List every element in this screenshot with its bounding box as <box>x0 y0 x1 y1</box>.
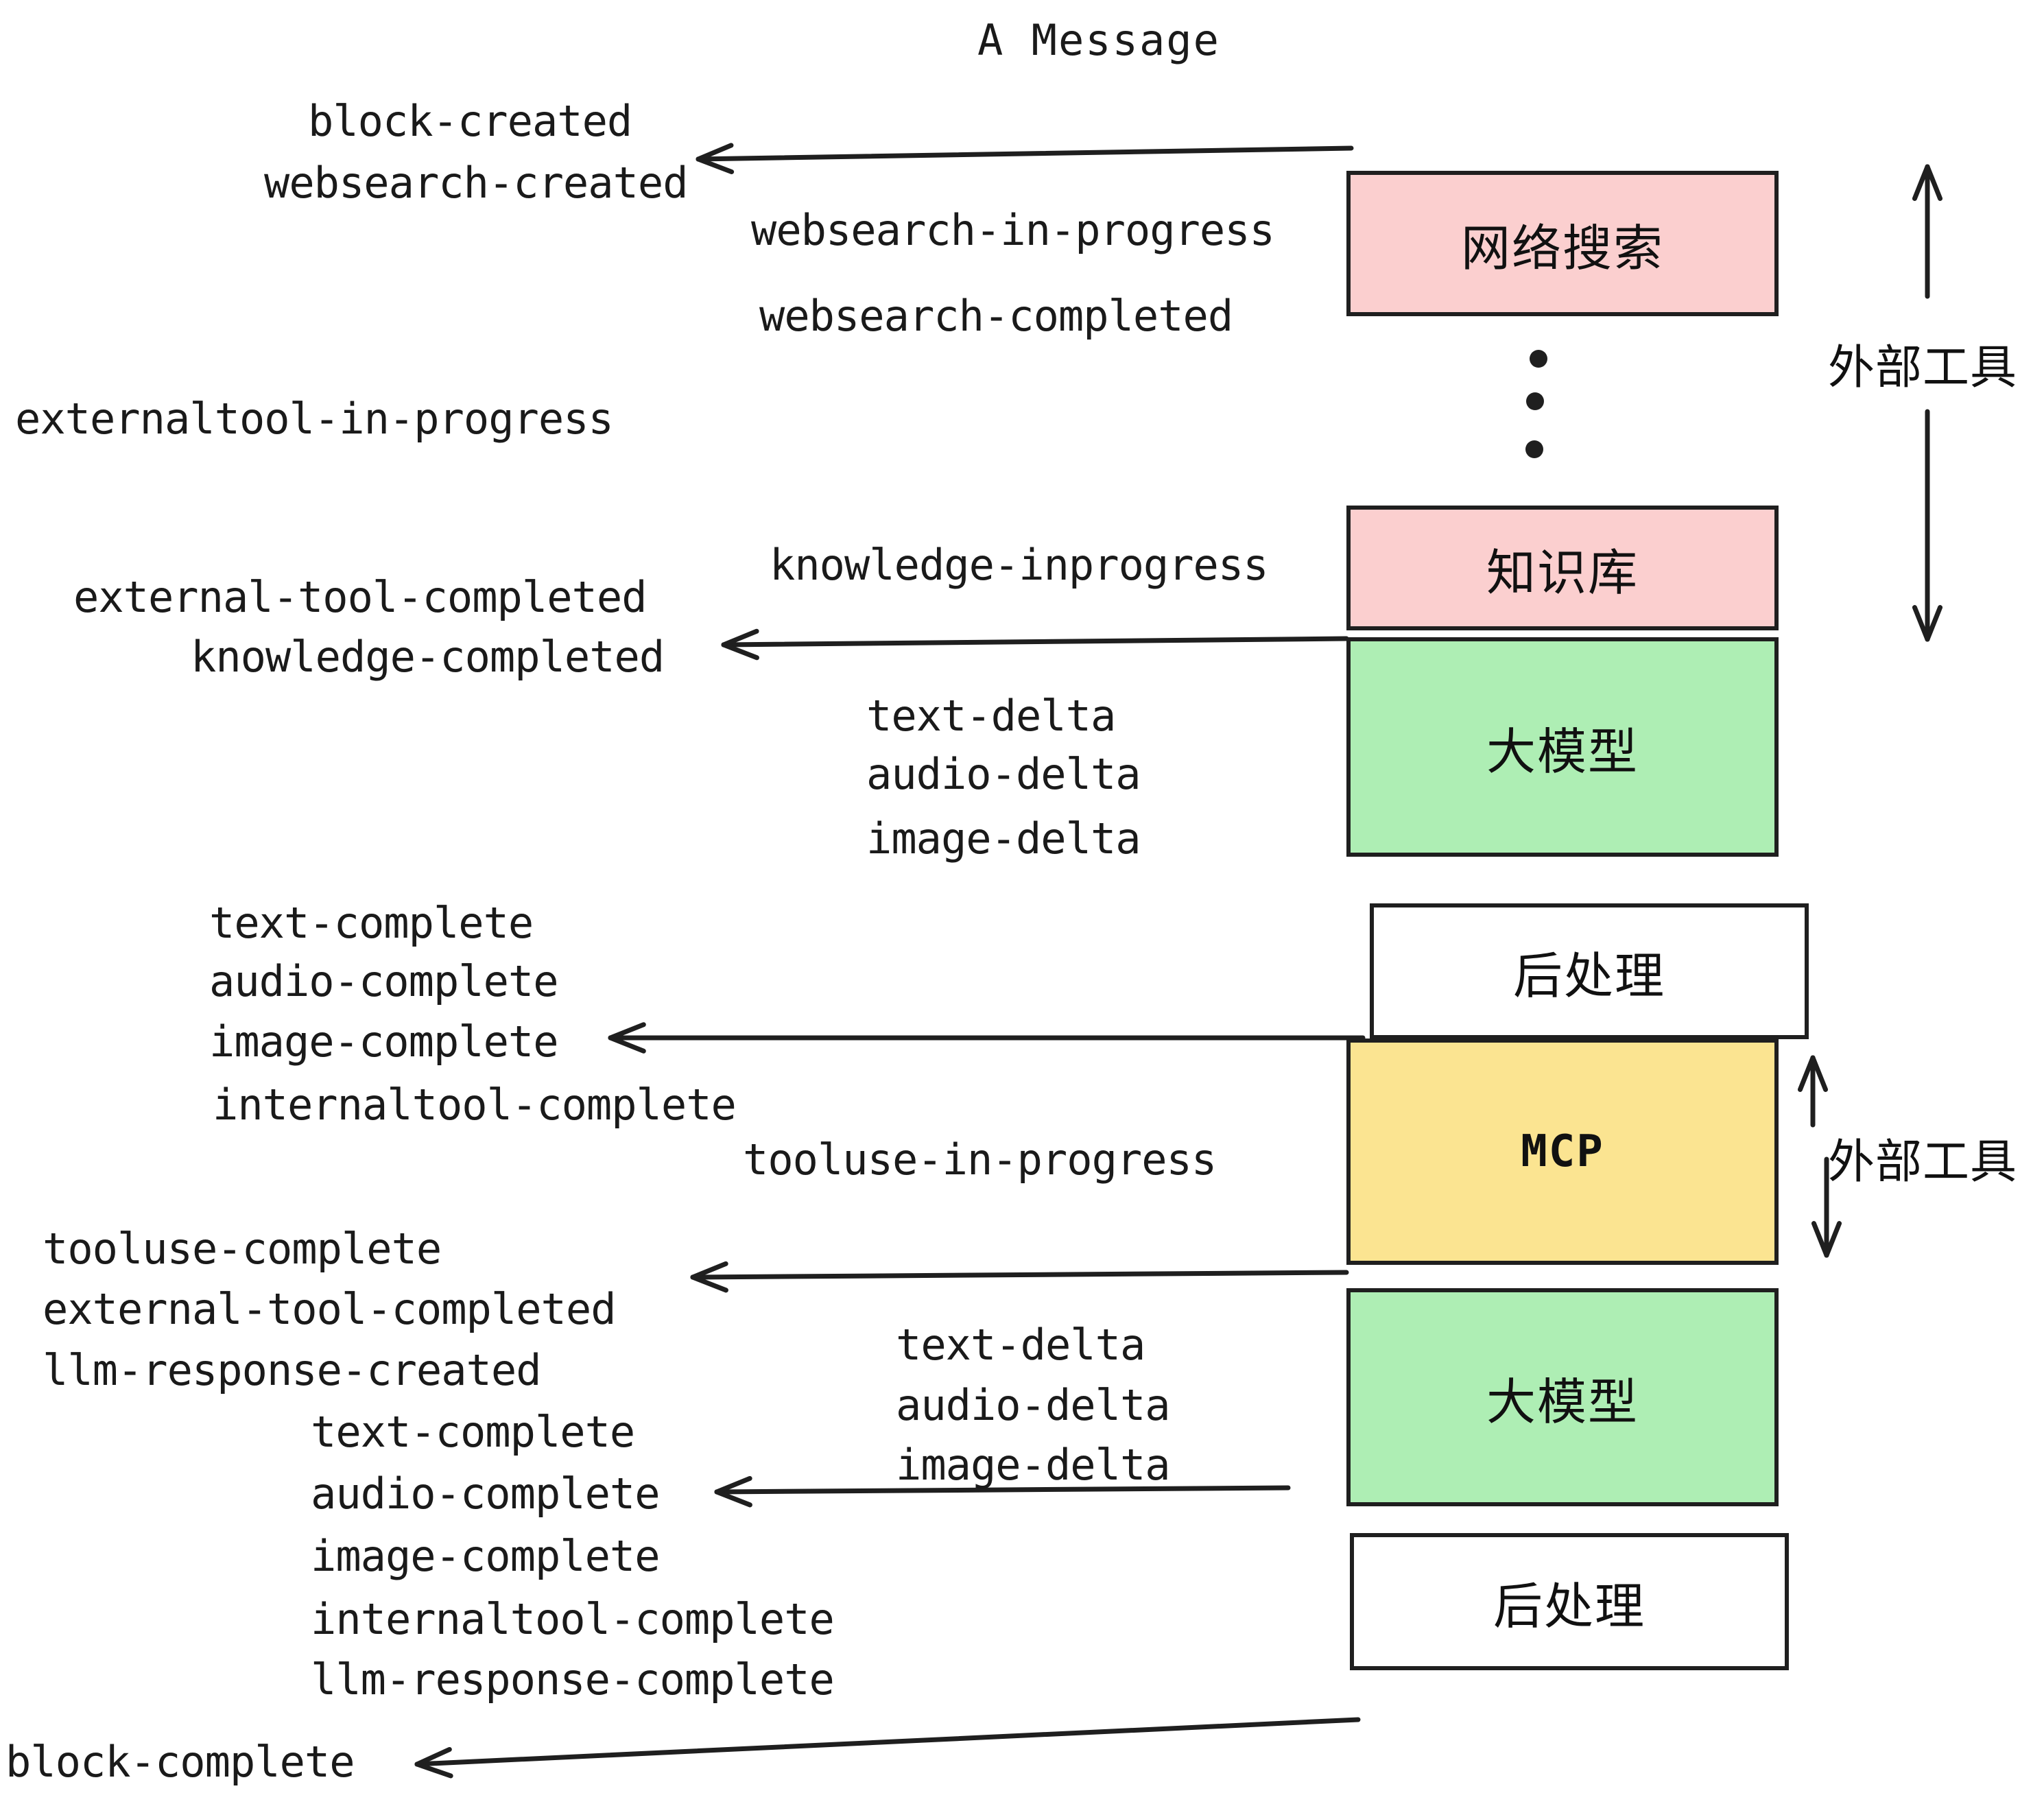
node-post-1: 后处理 <box>1370 903 1809 1039</box>
arrow-tooluse-complete-head <box>690 1261 728 1280</box>
arrow-block-complete-head <box>414 1761 453 1779</box>
scope-down-2-head <box>1824 1221 1842 1258</box>
arrow-block-created-shaft <box>696 145 1354 162</box>
page-title: A Message <box>977 15 1220 65</box>
event-label-audio-complete-2: audio-complete <box>311 1469 661 1519</box>
arrow-knowledge-completed-shaft <box>721 636 1349 648</box>
side-annotation-external-tool-lower: 外部工具 <box>1828 1135 2018 1189</box>
scope-up-2-head <box>1810 1055 1829 1092</box>
event-label-knowledge-completed: knowledge-completed <box>191 632 665 682</box>
event-label-audio-complete-1: audio-complete <box>209 956 559 1006</box>
scope-up-1-head <box>1925 164 1943 201</box>
scope-down-1-head <box>1912 605 1930 642</box>
node-knowledge: 知识库 <box>1346 506 1779 630</box>
scope-down-1-head <box>1925 605 1943 642</box>
event-label-externaltool-in-progress: externaltool-in-progress <box>15 394 614 444</box>
event-label-external-tool-completed-1: external-tool-completed <box>73 572 647 622</box>
arrow-block-complete-head <box>414 1746 452 1767</box>
scope-up-1-head <box>1912 164 1930 201</box>
node-llm-1: 大模型 <box>1346 637 1779 857</box>
event-label-websearch-completed: websearch-completed <box>759 291 1233 341</box>
event-label-audio-delta-2: audio-delta <box>896 1380 1171 1430</box>
arrow-image-complete-head <box>608 1022 646 1041</box>
event-label-llm-response-complete: llm-response-complete <box>311 1654 835 1705</box>
arrow-audio-complete-head <box>714 1475 752 1495</box>
event-label-text-complete-1: text-complete <box>209 898 534 948</box>
arrow-block-complete-shaft <box>414 1717 1361 1767</box>
ellipsis-dot-3 <box>1525 440 1543 458</box>
node-mcp: MCP <box>1346 1039 1779 1265</box>
arrow-knowledge-completed-head <box>721 642 759 661</box>
arrow-tooluse-complete-head <box>690 1274 728 1293</box>
side-annotation-external-tool-upper: 外部工具 <box>1828 341 2018 395</box>
arrow-knowledge-completed-head <box>721 628 759 648</box>
event-label-websearch-created: websearch-created <box>264 158 689 208</box>
event-label-image-complete-2: image-complete <box>311 1531 661 1581</box>
scope-down-2-head <box>1811 1221 1829 1258</box>
node-post-2: 后处理 <box>1350 1533 1789 1670</box>
event-label-text-complete-2: text-complete <box>311 1407 635 1457</box>
ellipsis-dot-2 <box>1526 392 1544 410</box>
node-llm-2: 大模型 <box>1346 1288 1779 1506</box>
event-label-image-delta-1: image-delta <box>866 814 1141 864</box>
arrow-image-complete-head <box>608 1035 646 1054</box>
event-label-image-delta-2: image-delta <box>896 1440 1171 1490</box>
event-label-block-complete: block-complete <box>5 1737 355 1787</box>
event-label-text-delta-2: text-delta <box>896 1320 1145 1370</box>
arrow-tooluse-complete-shaft <box>690 1270 1349 1280</box>
node-websearch: 网络搜索 <box>1346 171 1779 316</box>
event-label-text-delta-1: text-delta <box>866 691 1116 741</box>
arrow-block-created-head <box>696 143 734 162</box>
event-label-audio-delta-1: audio-delta <box>866 749 1141 799</box>
event-label-tooluse-complete: tooluse-complete <box>43 1224 442 1274</box>
scope-up-2-head <box>1797 1055 1816 1092</box>
event-label-internaltool-complete-1: internaltool-complete <box>213 1080 737 1130</box>
event-label-external-tool-completed-2: external-tool-completed <box>43 1284 617 1334</box>
event-label-websearch-in-progress: websearch-in-progress <box>751 205 1275 255</box>
event-label-llm-response-created: llm-response-created <box>43 1345 542 1395</box>
event-label-image-complete-1: image-complete <box>209 1017 559 1067</box>
event-label-block-created: block-created <box>308 96 632 146</box>
arrow-block-created-head <box>696 156 735 174</box>
ellipsis-dot-1 <box>1530 350 1547 368</box>
event-label-tooluse-in-progress: tooluse-in-progress <box>743 1135 1217 1185</box>
event-label-internaltool-complete-2: internaltool-complete <box>311 1594 835 1644</box>
arrow-audio-complete-head <box>714 1489 752 1508</box>
event-label-knowledge-inprogress: knowledge-inprogress <box>770 540 1269 590</box>
